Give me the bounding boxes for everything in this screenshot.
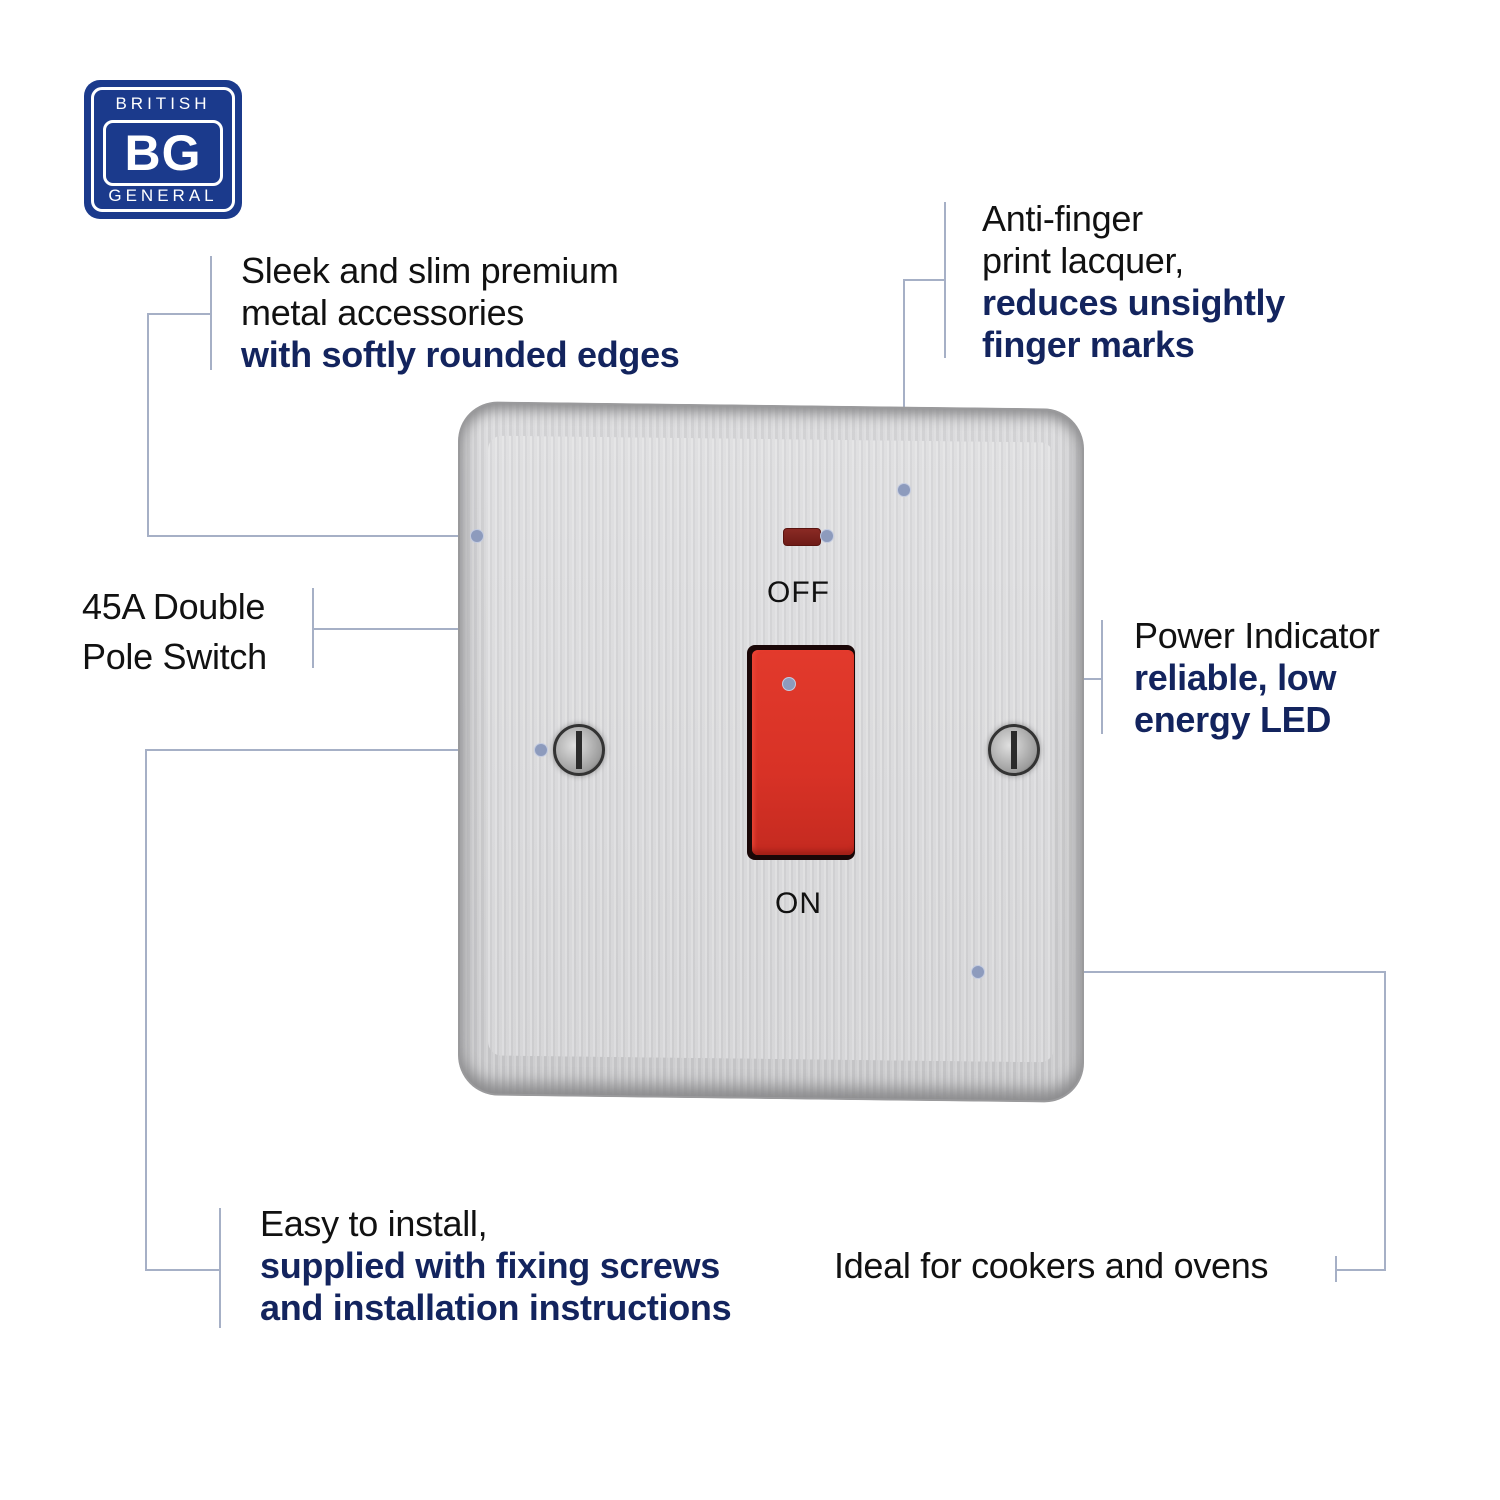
- on-label: ON: [775, 887, 822, 920]
- callout-line: [147, 313, 149, 537]
- callout-line: [978, 971, 1386, 973]
- feature-highlight: supplied with fixing screws: [260, 1245, 720, 1286]
- feature-usage: Ideal for cookers and ovens: [834, 1245, 1268, 1287]
- feature-line: print lacquer,: [982, 240, 1184, 281]
- callout-dot: [782, 677, 796, 691]
- callout-line: [210, 256, 212, 370]
- off-label: OFF: [767, 576, 830, 609]
- callout-line: [219, 1208, 221, 1328]
- callout-line: [903, 279, 905, 490]
- callout-line: [145, 1269, 221, 1271]
- logo-border: BRITISH BG GENERAL: [91, 87, 235, 212]
- callout-dot: [534, 743, 548, 757]
- feature-highlight: reduces unsightly: [982, 282, 1285, 323]
- feature-line: Anti-finger: [982, 198, 1143, 239]
- callout-dot: [897, 483, 911, 497]
- callout-line: [147, 313, 211, 315]
- logo-bottom-text: GENERAL: [108, 186, 218, 205]
- callout-line: [145, 749, 147, 1271]
- british-general-logo: BRITISH BG GENERAL: [84, 80, 242, 219]
- feature-rounded-edges: Sleek and slim premium metal accessories…: [241, 250, 680, 376]
- feature-switch: 45A Double Pole Switch: [82, 582, 267, 682]
- callout-line: [903, 279, 945, 281]
- feature-line: Power Indicator: [1134, 615, 1380, 656]
- feature-highlight: with softly rounded edges: [241, 334, 680, 375]
- callout-line: [944, 202, 946, 358]
- right-fixing-screw: [988, 724, 1040, 776]
- callout-line: [1335, 1256, 1337, 1282]
- callout-line: [145, 749, 541, 751]
- screw-slot: [576, 731, 582, 769]
- feature-highlight: finger marks: [982, 324, 1195, 365]
- logo-top-text: BRITISH: [115, 94, 211, 113]
- logo-bg-mark: BG: [103, 120, 223, 186]
- feature-highlight: and installation instructions: [260, 1287, 732, 1328]
- callout-dot: [470, 529, 484, 543]
- feature-anti-finger: Anti-finger print lacquer, reduces unsig…: [982, 198, 1285, 366]
- feature-power-indicator: Power Indicator reliable, low energy LED: [1134, 615, 1380, 741]
- feature-line: Easy to install,: [260, 1203, 488, 1244]
- screw-slot: [1011, 731, 1017, 769]
- callout-line: [147, 535, 477, 537]
- feature-line: Sleek and slim premium: [241, 250, 619, 291]
- callout-dot: [971, 965, 985, 979]
- feature-line: Ideal for cookers and ovens: [834, 1245, 1269, 1286]
- feature-line: 45A Double: [82, 586, 266, 627]
- feature-install: Easy to install, supplied with fixing sc…: [260, 1203, 732, 1329]
- feature-highlight: reliable, low: [1134, 657, 1337, 698]
- feature-highlight: energy LED: [1134, 699, 1332, 740]
- left-fixing-screw: [553, 724, 605, 776]
- feature-line: Pole Switch: [82, 636, 267, 677]
- feature-line: metal accessories: [241, 292, 525, 333]
- callout-line: [1336, 1269, 1386, 1271]
- callout-dot: [820, 529, 834, 543]
- callout-line: [1101, 620, 1103, 734]
- power-indicator-led: [783, 528, 821, 546]
- callout-line: [1384, 971, 1386, 1271]
- rocker-switch[interactable]: [752, 650, 854, 855]
